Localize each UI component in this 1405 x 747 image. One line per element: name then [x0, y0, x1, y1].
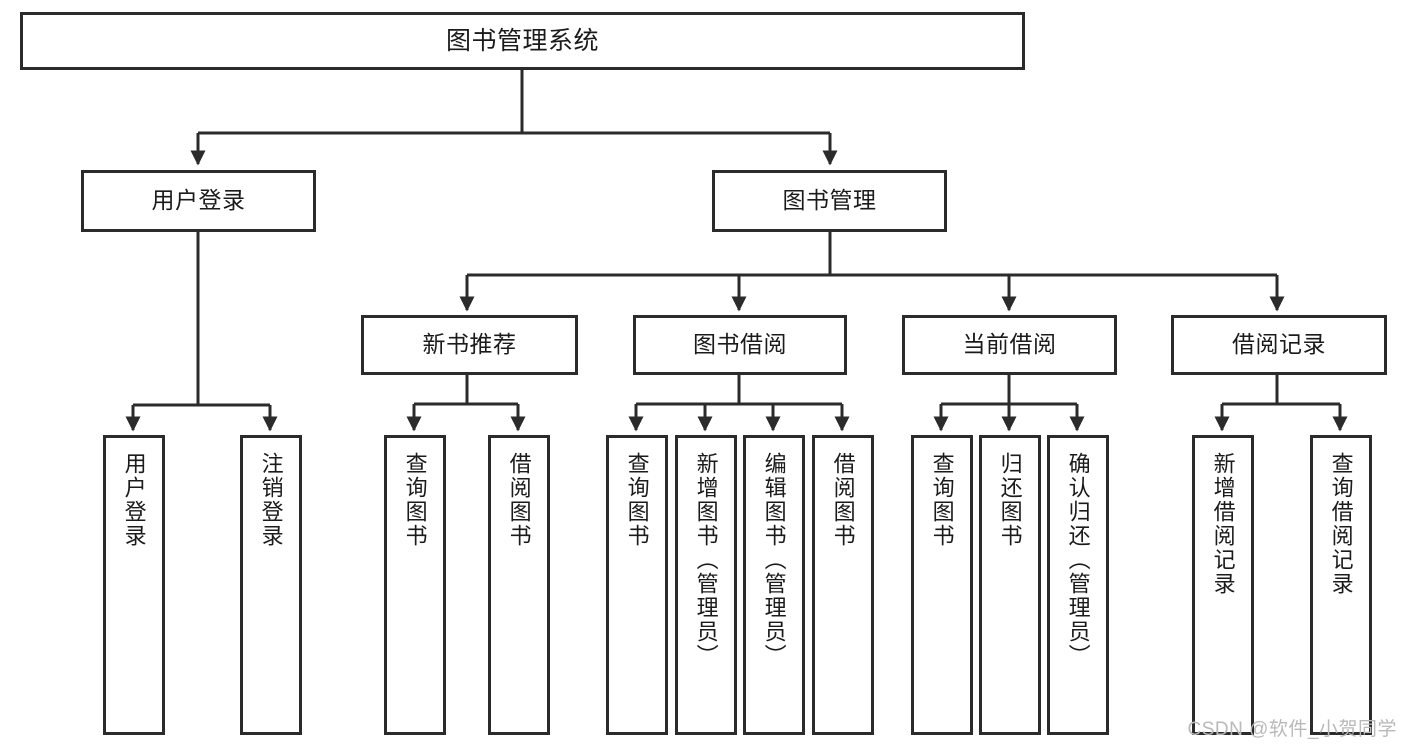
node-label: 图书管理	[782, 187, 877, 214]
node-book-borrow[interactable]: 图书借阅	[633, 315, 847, 375]
node-leaf-edit-book[interactable]: 编辑图书（管理员）	[743, 435, 805, 735]
node-label: 新书推荐	[422, 331, 517, 358]
node-leaf-query-book-borrow[interactable]: 查询图书	[606, 435, 668, 735]
csdn-watermark: CSDN @软件_小贺同学	[1187, 719, 1397, 740]
node-label: 图书借阅	[693, 331, 787, 358]
node-new-book-recommend[interactable]: 新书推荐	[361, 315, 578, 375]
node-leaf-query-book-current[interactable]: 查询图书	[911, 435, 973, 735]
node-leaf-confirm-return[interactable]: 确认归还（管理员）	[1047, 435, 1109, 735]
node-label: 借阅记录	[1232, 331, 1326, 358]
node-leaf-logout-login[interactable]: 注销登录	[240, 435, 302, 735]
node-label: 查询借阅记录	[1328, 452, 1354, 596]
node-leaf-add-borrow-record[interactable]: 新增借阅记录	[1192, 435, 1254, 735]
node-label: 查询图书	[929, 452, 955, 548]
node-leaf-query-book-recommend[interactable]: 查询图书	[384, 435, 446, 735]
node-leaf-query-borrow-record[interactable]: 查询借阅记录	[1310, 435, 1372, 735]
node-label: 查询图书	[624, 452, 650, 548]
node-leaf-user-login[interactable]: 用户登录	[103, 435, 165, 735]
node-leaf-return-book[interactable]: 归还图书	[979, 435, 1041, 735]
node-leaf-borrow-book-recommend[interactable]: 借阅图书	[488, 435, 550, 735]
node-label: 借阅图书	[830, 452, 856, 548]
node-label: 确认归还（管理员）	[1065, 452, 1091, 668]
node-label: 当前借阅	[962, 331, 1057, 358]
node-label: 注销登录	[258, 452, 284, 548]
node-label: 归还图书	[997, 452, 1023, 548]
node-label: 新增借阅记录	[1210, 452, 1236, 596]
node-root-book-management-system[interactable]: 图书管理系统	[20, 12, 1025, 70]
node-leaf-borrow-book[interactable]: 借阅图书	[812, 435, 874, 735]
node-label: 借阅图书	[506, 452, 532, 548]
node-label: 用户登录	[121, 452, 147, 548]
node-book-manage[interactable]: 图书管理	[712, 170, 947, 232]
node-label: 编辑图书（管理员）	[761, 452, 787, 668]
node-label: 新增图书（管理员）	[693, 452, 719, 668]
node-label: 图书管理系统	[445, 27, 599, 55]
node-borrow-record[interactable]: 借阅记录	[1171, 315, 1387, 375]
node-label: 用户登录	[151, 187, 246, 214]
node-user-login[interactable]: 用户登录	[81, 170, 316, 232]
node-current-borrow[interactable]: 当前借阅	[902, 315, 1117, 375]
node-leaf-add-book[interactable]: 新增图书（管理员）	[675, 435, 737, 735]
node-label: 查询图书	[402, 452, 428, 548]
